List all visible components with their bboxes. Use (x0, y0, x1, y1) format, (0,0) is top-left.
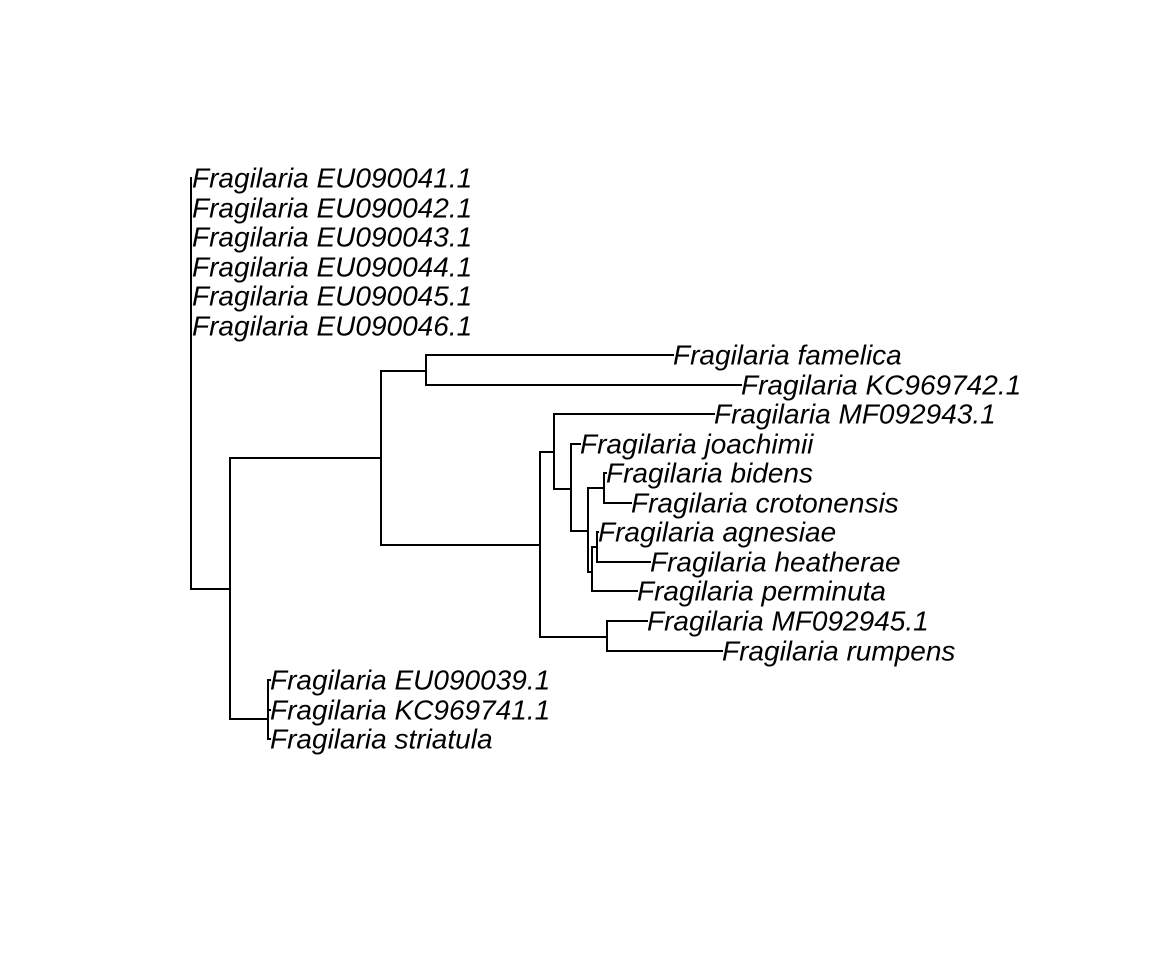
tip-label: Fragilaria bidens (606, 458, 813, 489)
tip-label: Fragilaria KC969741.1 (270, 695, 550, 726)
tip-label: Fragilaria striatula (270, 724, 493, 755)
tip-label: Fragilaria rumpens (722, 636, 955, 667)
tip-label: Fragilaria joachimii (580, 429, 814, 460)
tip-label: Fragilaria EU090039.1 (270, 665, 550, 696)
tip-label: Fragilaria EU090045.1 (192, 281, 472, 312)
tip-label: Fragilaria EU090042.1 (192, 193, 472, 224)
tip-label: Fragilaria perminuta (637, 576, 886, 607)
tip-label: Fragilaria MF092943.1 (714, 399, 996, 430)
tip-label: Fragilaria MF092945.1 (647, 606, 929, 637)
tip-label: Fragilaria heatherae (650, 547, 901, 578)
tip-label: Fragilaria famelica (673, 340, 902, 371)
tip-label: Fragilaria EU090046.1 (192, 311, 472, 342)
tip-label: Fragilaria EU090041.1 (192, 163, 472, 194)
tip-label: Fragilaria agnesiae (598, 517, 836, 548)
tip-label: Fragilaria EU090043.1 (192, 222, 472, 253)
tip-label: Fragilaria crotonensis (631, 488, 899, 519)
tip-label: Fragilaria KC969742.1 (741, 370, 1021, 401)
tip-label: Fragilaria EU090044.1 (192, 252, 472, 283)
